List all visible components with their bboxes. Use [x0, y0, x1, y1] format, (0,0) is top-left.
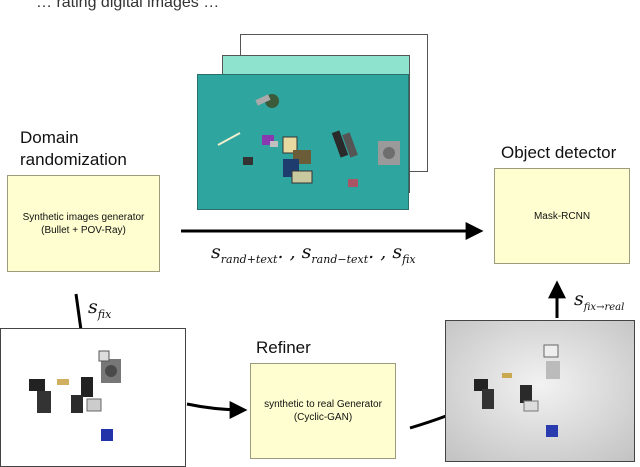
sub-fix-left: fix: [97, 308, 112, 321]
object-detector-label: Object detector: [501, 143, 617, 162]
sub-rand-minus-text: rand−text: [311, 253, 369, 266]
left-arrow-label: sfix: [88, 296, 111, 321]
stack-front-image: [197, 74, 409, 210]
right-arrow-label: sfix→real: [574, 288, 624, 313]
refiner-subtitle: (Cyclic-GAN): [293, 412, 353, 423]
left-to-refiner-arrow: [186, 400, 248, 419]
left-synthetic-image: [0, 328, 186, 467]
domain-randomization-label: Domain randomization: [20, 127, 127, 171]
refiner-label: Refiner: [256, 338, 311, 357]
sub-rand-plus-text: rand+text: [220, 253, 278, 266]
left-down-arrow: [74, 293, 83, 331]
domain-randomization-line2: randomization: [20, 150, 127, 169]
sep-1: . ,: [277, 241, 302, 263]
refiner-to-right-arrow: [409, 414, 447, 430]
top-caption-fragment: … rating digital images …: [36, 0, 220, 11]
s-rand-plus-text: s: [211, 241, 221, 263]
s-fix-left: s: [88, 296, 98, 318]
right-refined-image: [445, 320, 635, 462]
synthetic-scene-illustration: [198, 75, 408, 209]
s-rand-minus-text: s: [301, 241, 312, 263]
refiner-generator-box: synthetic to real Generator (Cyclic-GAN): [250, 363, 396, 459]
domain-randomization-line1: Domain: [20, 128, 79, 147]
s-fix: s: [392, 241, 403, 263]
refiner-title: synthetic to real Generator: [264, 399, 382, 410]
generator-title: Synthetic images generator: [22, 211, 145, 223]
sub-fix-real: fix→real: [583, 302, 625, 313]
sep-2: . ,: [368, 241, 393, 263]
s-fix-real: s: [574, 288, 584, 310]
sub-fix: fix: [402, 253, 416, 266]
main-arrow-label: srand+text. , srand−text. , sfix: [211, 241, 416, 266]
generator-subtitle: (Bullet + POV-Ray): [41, 224, 126, 236]
mask-rcnn-box: Mask-RCNN: [494, 168, 630, 264]
mask-rcnn-label: Mask-RCNN: [533, 210, 591, 222]
right-scene-illustration: [446, 321, 634, 461]
left-scene-illustration: [1, 329, 185, 466]
synthetic-images-generator-box: Synthetic images generator (Bullet + POV…: [7, 175, 160, 272]
